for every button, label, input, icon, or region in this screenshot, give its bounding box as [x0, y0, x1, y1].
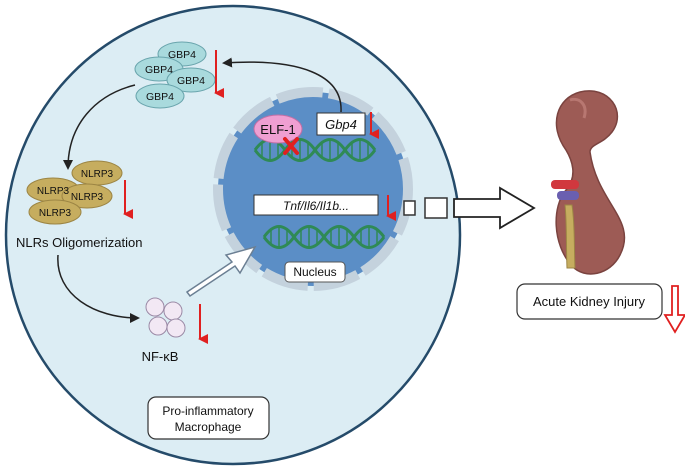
aki-down-arrow: [663, 285, 685, 334]
ureter: [564, 204, 576, 269]
gbp4-label: GBP4: [146, 91, 174, 103]
nlrp3-label: NLRP3: [39, 208, 72, 219]
nfkb-subunit: [163, 301, 183, 321]
nlrp3-protein: [61, 183, 113, 209]
gbp4-label: GBP4: [177, 75, 205, 87]
nlrp3-protein: [28, 199, 82, 225]
aki-label: Acute Kidney Injury: [533, 294, 646, 309]
big-arrow-to-kidney: [453, 186, 536, 230]
nlrp3-label: NLRP3: [71, 192, 104, 203]
gbp4-protein: [135, 83, 185, 109]
gbp4-gene-box: [316, 112, 366, 136]
gbp4-label: GBP4: [145, 64, 173, 76]
cell-label-box: [147, 396, 270, 440]
nlrs-oligomerization-label: NLRs Oligomerization: [16, 235, 142, 250]
nfkb-subunit: [145, 297, 165, 317]
cell-label-line2: Macrophage: [175, 420, 242, 434]
arrow-nfkb-to-nucleus: [185, 245, 257, 298]
cytokine-gene-label: Tnf/Il6/Il1b...: [283, 199, 349, 213]
renal-artery: [551, 180, 579, 189]
dna-helix-bottom: [262, 225, 386, 249]
gbp4-gene-label: Gbp4: [325, 117, 357, 132]
nucleus-label-box: [284, 261, 346, 283]
nfkb-label: NF-κB: [142, 349, 179, 364]
inhibition-x-icon: [283, 137, 299, 155]
nlrp3-label: NLRP3: [37, 186, 70, 197]
nlrp3-label: NLRP3: [81, 169, 114, 180]
cell-label-line1: Pro-inflammatory: [162, 404, 253, 418]
dna-helix-top: [253, 138, 377, 162]
arrow-nlrp3-to-nfkb: [57, 254, 140, 323]
nfkb-subunit: [166, 318, 186, 338]
elf1-factor: ELF-1: [253, 114, 303, 144]
elf1-label: ELF-1: [260, 122, 295, 137]
arrow-gbp4-to-nlrp3: [63, 84, 136, 170]
gbp4-label: GBP4: [168, 49, 196, 61]
nfkb-subunit: [148, 316, 168, 336]
kidney-icon: [551, 90, 626, 275]
nucleus-label: Nucleus: [293, 265, 336, 279]
gbp4-cluster: GBP4 GBP4 GBP4 GBP4: [134, 41, 216, 109]
nlrp3-cluster: NLRP3 NLRP3 NLRP3 NLRP3: [26, 160, 123, 225]
cytokine-gene-box: [253, 194, 379, 216]
renal-vein: [557, 191, 579, 200]
aki-label-box: [516, 283, 663, 320]
arrow-gbp4-to-protein: [222, 57, 342, 113]
secretion-square-large: [424, 197, 448, 219]
secretion-square-small: [403, 200, 416, 216]
nfkb-cluster: [145, 297, 186, 338]
